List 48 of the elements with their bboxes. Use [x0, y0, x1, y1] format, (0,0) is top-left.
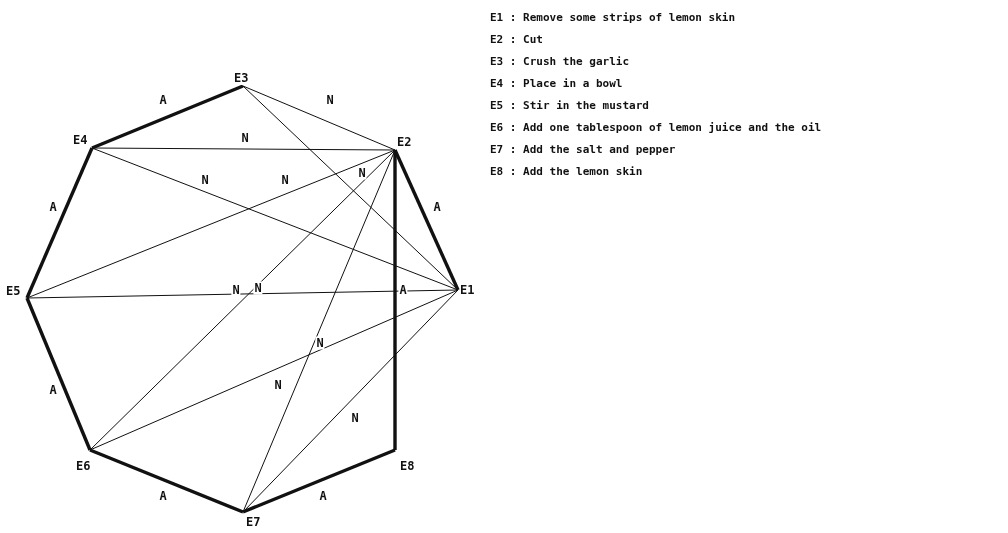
vertex-label: E3 — [234, 71, 249, 85]
connector-line — [91, 84, 244, 150]
vertex-label: E4 — [73, 133, 88, 147]
connector-line — [89, 149, 396, 451]
edge-label: A — [48, 383, 58, 397]
edge-label: A — [318, 489, 328, 503]
edge-label: N — [200, 173, 210, 187]
connector-line — [242, 448, 396, 514]
connector-line — [91, 147, 396, 151]
connector-line — [242, 289, 459, 513]
legend-entry: E3 : Crush the garlic — [490, 55, 631, 69]
edge-label: N — [280, 173, 290, 187]
edge-label: N — [325, 93, 335, 107]
edge-label: N — [253, 281, 263, 295]
edge-label: A — [158, 93, 168, 107]
vertex-label: E5 — [6, 284, 21, 298]
connector-line — [25, 147, 94, 299]
edge-label: N — [315, 336, 325, 350]
connector-line — [242, 85, 396, 151]
connector-line — [393, 150, 397, 450]
vertex-label: E8 — [400, 459, 415, 473]
legend-entry: E7 : Add the salt and pepper — [490, 143, 677, 157]
connector-line — [242, 85, 459, 291]
edge-label: A — [432, 200, 442, 214]
connector-line — [26, 149, 396, 299]
edge-label: N — [350, 411, 360, 425]
connector-line — [89, 289, 459, 451]
vertex-label: E6 — [76, 459, 91, 473]
edge-label: N — [357, 166, 367, 180]
edge-label: A — [48, 200, 58, 214]
legend-entry: E6 : Add one tablespoon of lemon juice and the oil — [490, 121, 822, 135]
connector-line — [89, 448, 244, 514]
legend-entry: E8 : Add the lemon skin — [490, 165, 644, 179]
vertex-label: E7 — [246, 515, 261, 529]
legend-entry: E5 : Stir in the mustard — [490, 99, 650, 113]
edge-label: A — [398, 283, 408, 297]
vertex-label: E1 — [460, 283, 475, 297]
connector-line — [25, 297, 92, 451]
connector-line — [26, 289, 459, 299]
vertex-label: E2 — [397, 135, 412, 149]
connector-line — [393, 149, 460, 291]
legend-entry: E1 : Remove some strips of lemon skin — [490, 11, 737, 25]
edge-label: A — [158, 489, 168, 503]
edge-label: N — [273, 378, 283, 392]
legend-entry: E4 : Place in a bowl — [490, 77, 624, 91]
edge-label: N — [231, 283, 241, 297]
edge-label: N — [240, 131, 250, 145]
legend-entry: E2 : Cut — [490, 33, 544, 47]
